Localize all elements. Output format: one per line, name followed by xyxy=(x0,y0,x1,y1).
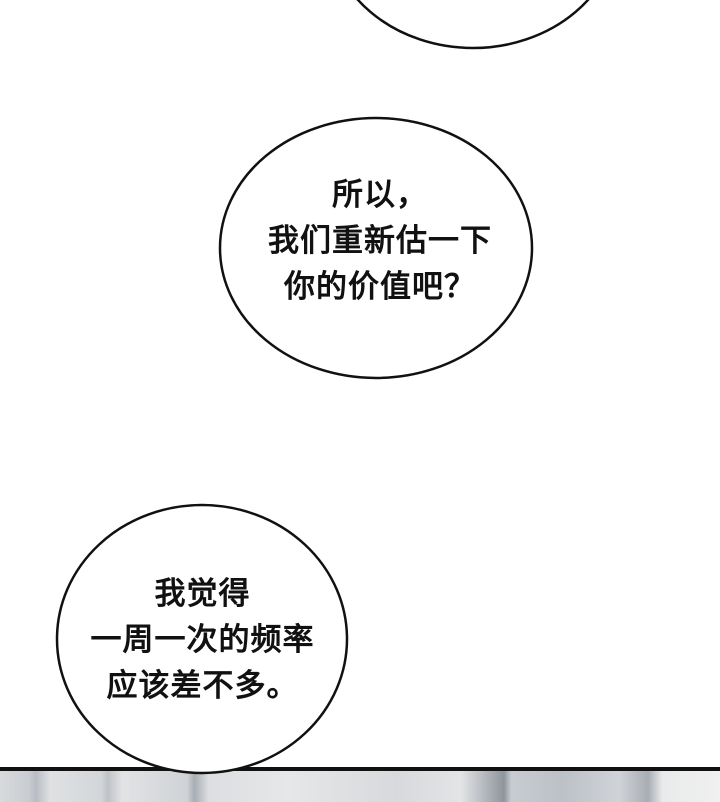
bottom-panel-image xyxy=(0,767,720,802)
bubble-line: 应该差不多。 xyxy=(106,668,299,704)
speech-bubble-middle xyxy=(218,116,534,380)
bubble-line: 我觉得 xyxy=(154,576,251,612)
bubble-line: 我们重新估一下 xyxy=(268,223,492,259)
bubble-line: 一周一次的频率 xyxy=(90,622,315,658)
speech-bubble-bottom xyxy=(55,503,349,775)
bubble-line: 所以， xyxy=(332,177,428,213)
bubble-middle-text: 所以， 我们重新估一下 你的价值吧？ xyxy=(225,172,535,310)
speech-bubble-top xyxy=(356,0,590,50)
bubble-bottom-text: 我觉得 一周一次的频率 应该差不多。 xyxy=(55,571,350,709)
bubble-line: 你的价值吧？ xyxy=(284,269,476,305)
